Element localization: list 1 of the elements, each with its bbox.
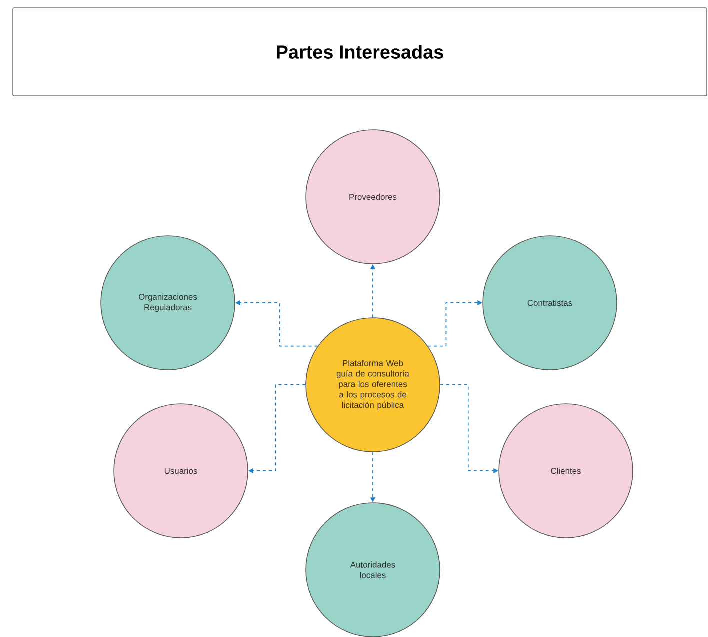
- title-box: Partes Interesadas: [12, 8, 708, 96]
